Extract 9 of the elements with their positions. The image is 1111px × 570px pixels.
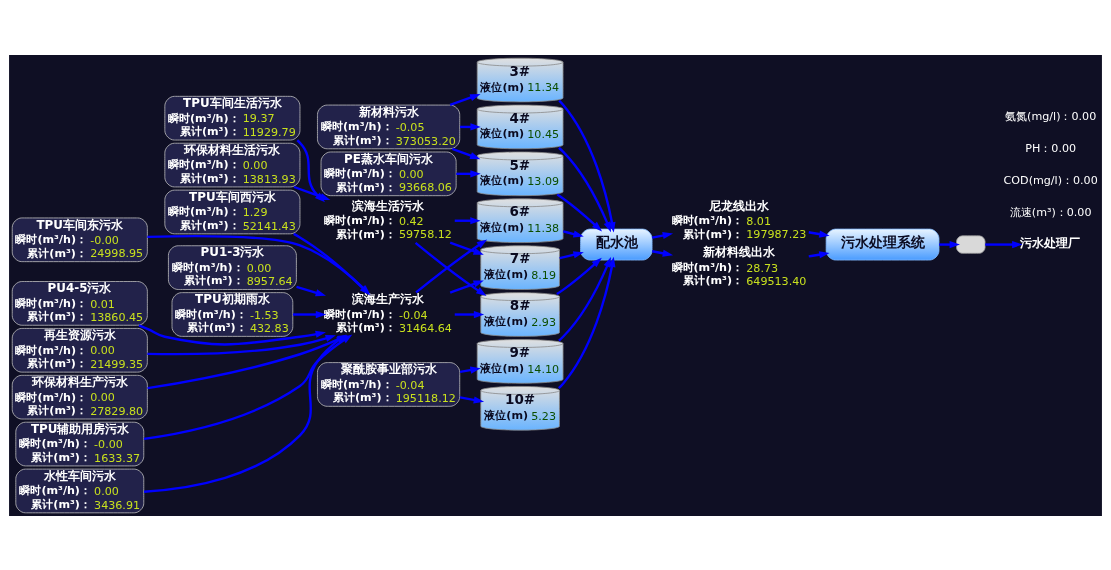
node-text: 新材料线出水 瞬时(m³/h)： 28.73 累计(m³)： 649513.40 (671, 244, 807, 288)
label: COD(mg/l)：0.00 (1003, 173, 1098, 187)
label: PH：0.00 (1025, 141, 1077, 155)
label: 流速(m³)：0.00 (1009, 205, 1092, 219)
node-text: 尼龙线出水 瞬时(m³/h)： 8.01 累计(m³)： 197987.23 (671, 198, 807, 241)
label: 氨氮(mg/l)：0.00 (1005, 109, 1097, 123)
node-text: 滨海生产污水 瞬时(m³/h)： -0.04 累计(m³)： 31464.64 (324, 291, 452, 335)
node-text: 滨海生活污水 瞬时(m³/h)： 0.42 累计(m³)： 59758.12 (324, 198, 452, 241)
node-text: 污水处理厂 (1020, 235, 1081, 250)
